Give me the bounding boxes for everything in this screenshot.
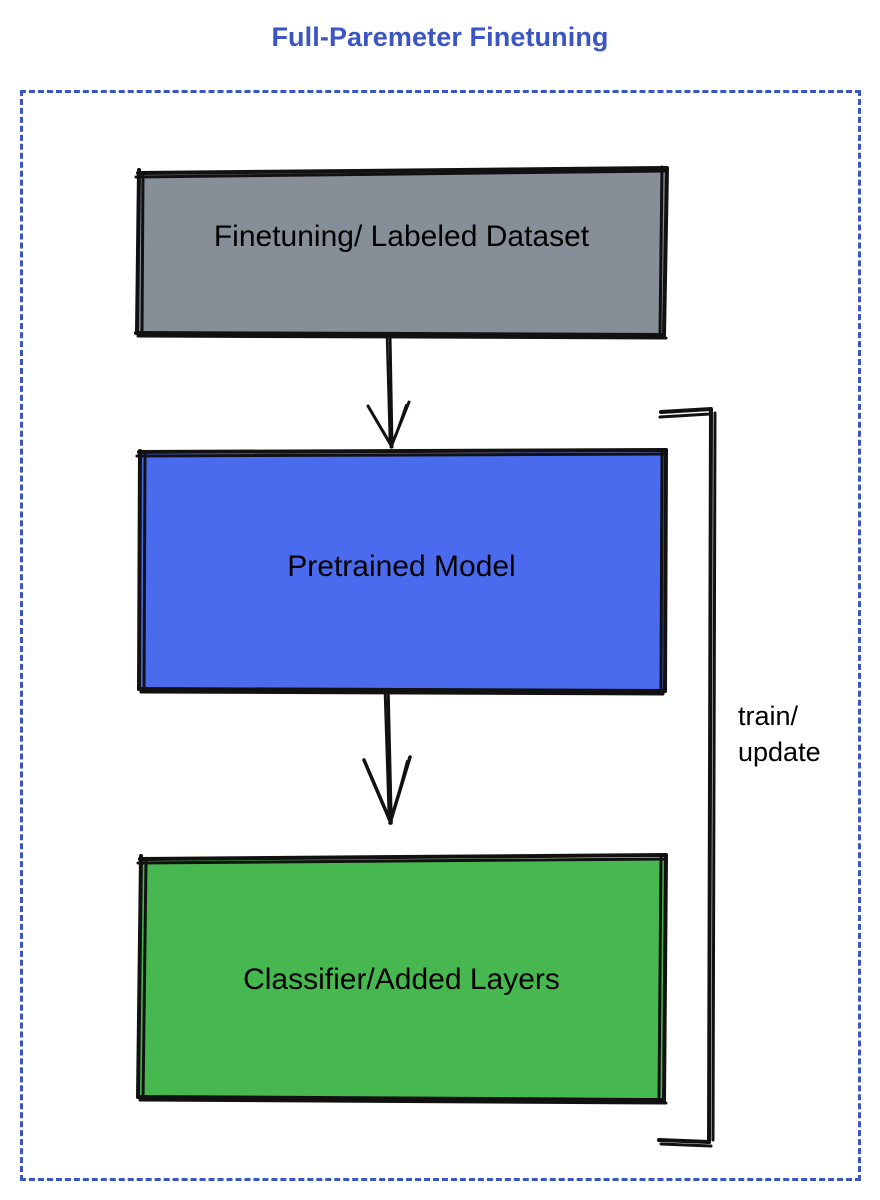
- node-classifier-added-layers[interactable]: Classifier/Added Layers: [133, 850, 670, 1106]
- node-classifier-added-layers-label: Classifier/Added Layers: [243, 963, 560, 996]
- feedback-label-line-1: train/: [738, 701, 799, 731]
- node-finetuning-dataset[interactable]: Finetuning/ Labeled Dataset: [133, 164, 670, 340]
- feedback-label: train/ update: [738, 698, 821, 770]
- feedback-bracket: [657, 407, 717, 1148]
- node-pretrained-model-label: Pretrained Model: [287, 550, 516, 583]
- node-pretrained-model-shape: [135, 448, 668, 696]
- node-finetuning-dataset-label: Finetuning/ Labeled Dataset: [213, 220, 590, 253]
- node-classifier-added-layers-shape: [136, 853, 668, 1105]
- arrow-dataset-to-pretrained: [366, 334, 411, 449]
- arrow-pretrained-to-classifier: [362, 692, 412, 825]
- node-pretrained-model[interactable]: Pretrained Model: [133, 444, 670, 696]
- feedback-label-line-2: update: [738, 737, 821, 767]
- page-title: Full-Paremeter Finetuning: [271, 22, 609, 52]
- node-finetuning-dataset-shape: [134, 165, 669, 340]
